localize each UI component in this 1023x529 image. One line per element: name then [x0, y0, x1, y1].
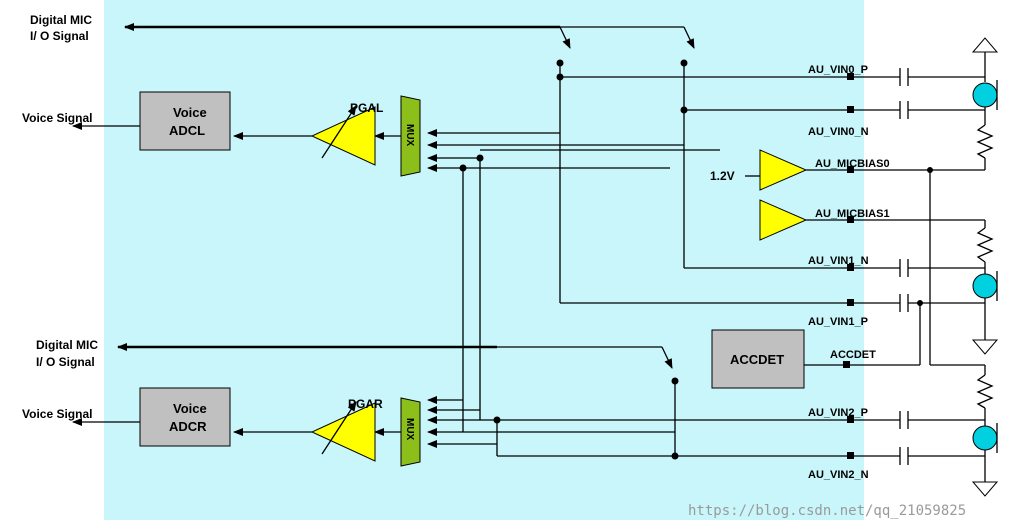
accdet-pin-label: ACCDET — [830, 349, 876, 361]
v12-label: 1.2V — [710, 169, 735, 183]
voice-adcl-line1: Voice — [173, 105, 207, 120]
vin0-p-label: AU_VIN0_P — [808, 64, 868, 76]
pgar-label: PGAR — [348, 397, 383, 411]
pgar-amplifier — [310, 402, 376, 462]
switch-bottom — [661, 346, 673, 369]
digital-mic-bottom-label-1: Digital MIC — [36, 338, 98, 352]
micbias0-buffer — [759, 149, 808, 191]
voice-adcl-line2: ADCL — [169, 123, 205, 138]
voice-adcl-block — [139, 91, 231, 151]
accdet-block — [711, 329, 805, 389]
resistor-0-icon — [976, 124, 994, 159]
switch-top-a — [559, 26, 571, 49]
vin2-p-label: AU_VIN2_P — [808, 407, 868, 419]
vin1-p-label: AU_VIN1_P — [808, 316, 868, 328]
pgal-label: PGAL — [350, 101, 383, 115]
digital-mic-top-label-1: Digital MIC — [30, 13, 92, 27]
vin1-n-label: AU_VIN1_N — [808, 255, 869, 267]
micbias1-buffer — [759, 199, 808, 241]
ground-bottom-icon — [971, 481, 999, 497]
codec-region — [104, 0, 864, 520]
microphone-1-icon — [972, 273, 998, 299]
vin2-n-label: AU_VIN2_N — [808, 469, 869, 481]
voice-signal-bottom-label: Voice Signal — [22, 407, 92, 421]
voice-adcr-line2: ADCR — [169, 419, 207, 434]
ground-top-icon — [971, 37, 999, 53]
micbias1-label: AU_MICBIAS1 — [815, 208, 890, 220]
resistor-2-icon — [976, 374, 994, 409]
mux-top-label: MUX — [404, 124, 415, 147]
resistor-1-icon — [976, 227, 994, 263]
mux-top — [400, 95, 421, 177]
microphone-0-icon — [972, 82, 998, 108]
digital-mic-bottom-label-2: I/ O Signal — [36, 355, 95, 369]
voice-adcr-block — [139, 387, 231, 447]
voice-signal-top-label: Voice Signal — [22, 111, 92, 125]
voice-adcr-line1: Voice — [173, 401, 207, 416]
microphone-2-icon — [972, 425, 998, 451]
vin0-n-label: AU_VIN0_N — [808, 126, 869, 138]
pgal-amplifier — [310, 106, 376, 166]
watermark: https://blog.csdn.net/qq_21059825 — [688, 503, 966, 519]
micbias0-label: AU_MICBIAS0 — [815, 158, 890, 170]
mux-bottom-label: MUX — [404, 418, 415, 441]
ground-mid-icon — [971, 339, 999, 355]
accdet-block-label: ACCDET — [730, 352, 784, 367]
switch-top-b — [683, 26, 695, 49]
mux-bottom — [400, 397, 421, 467]
digital-mic-top-label-2: I/ O Signal — [30, 29, 89, 43]
